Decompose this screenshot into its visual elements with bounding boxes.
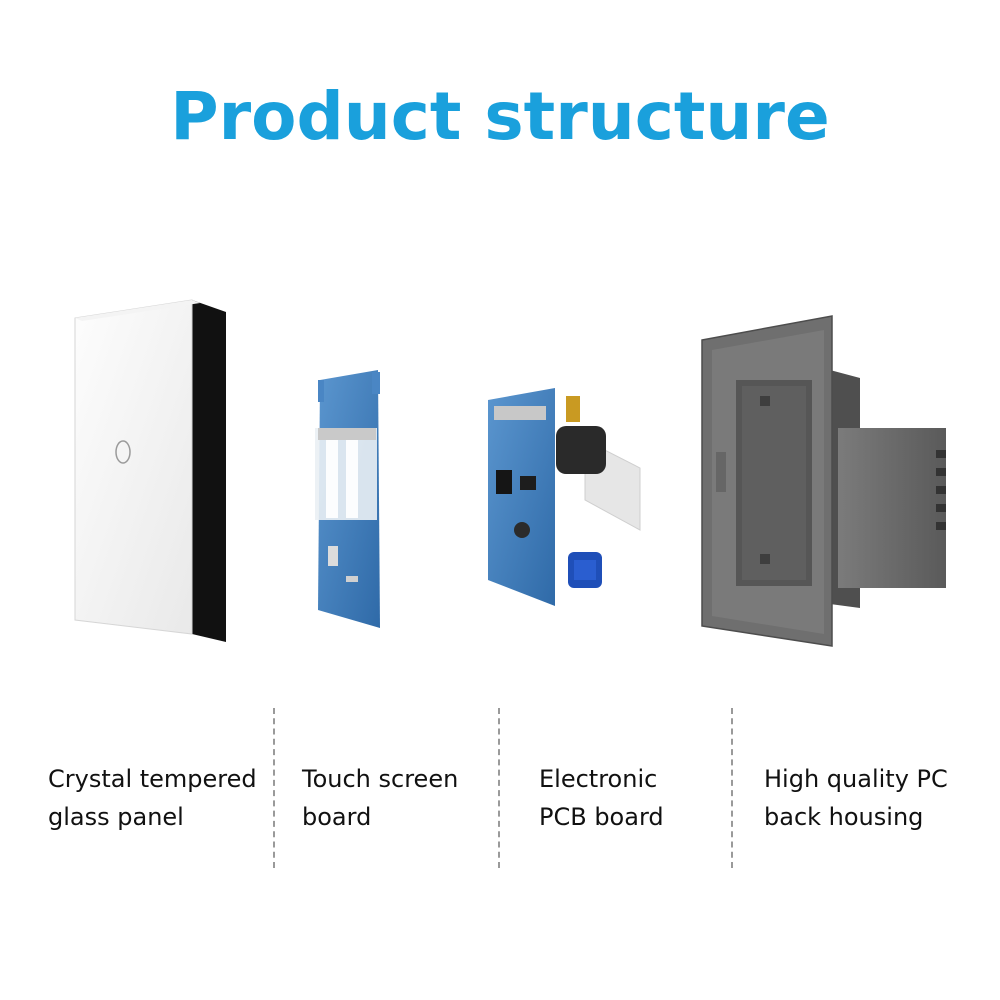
caption-line: board: [302, 803, 372, 831]
divider: [731, 708, 733, 868]
glass-panel-icon: [74, 299, 226, 642]
caption-pcb-board: Electronic PCB board: [539, 760, 664, 836]
divider: [498, 708, 500, 868]
product-illustration: [0, 200, 1000, 670]
caption-line: back housing: [764, 803, 924, 831]
pcb-board-icon: [488, 388, 641, 606]
caption-line: Crystal tempered: [48, 765, 257, 793]
caption-line: glass panel: [48, 803, 184, 831]
page-title: Product structure: [170, 78, 830, 155]
exploded-view: [74, 299, 946, 647]
divider: [273, 708, 275, 868]
caption-touch-board: Touch screen board: [302, 760, 458, 836]
back-housing-icon: [701, 315, 946, 647]
caption-back-housing: High quality PC back housing: [764, 760, 948, 836]
caption-line: Touch screen: [302, 765, 459, 793]
caption-line: High quality PC: [764, 765, 948, 793]
touch-board-icon: [315, 370, 380, 628]
caption-line: PCB board: [539, 803, 664, 831]
part-captions: Crystal tempered glass panel Touch scree…: [0, 708, 1000, 868]
caption-glass-panel: Crystal tempered glass panel: [48, 760, 257, 836]
caption-line: Electronic: [539, 765, 658, 793]
